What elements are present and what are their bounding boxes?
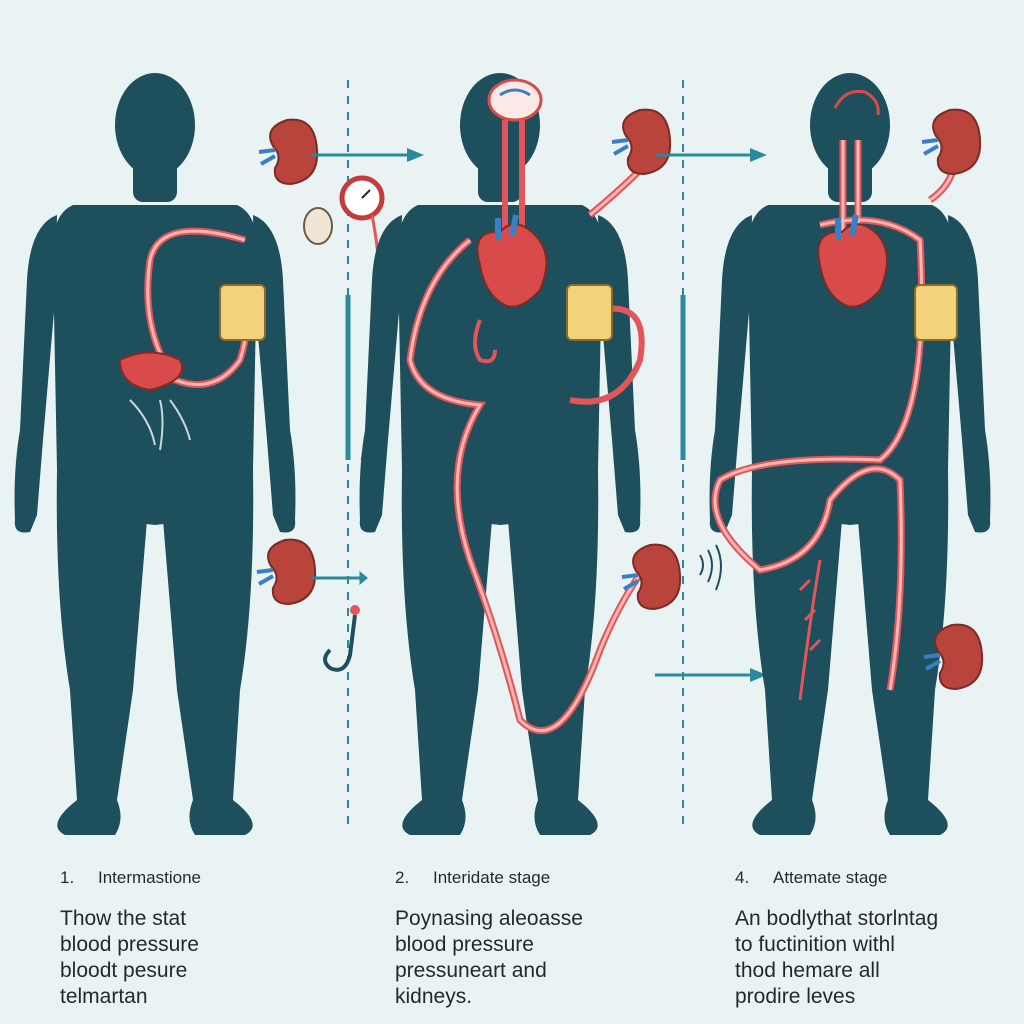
stage-title: Interidate stage [433,868,551,887]
stage-title: Intermastione [98,868,201,887]
kidney-icon [610,107,673,176]
brain-icon [833,89,880,116]
blood-pressure-cuff-icon [914,284,958,341]
stage-number: 1. [60,868,75,887]
kidney-icon [620,542,683,611]
stage-caption-1: 1. Intermastione Thow the stat blood pre… [60,868,360,1010]
arrow-right-icon [310,569,370,587]
stage-title: Attemate stage [773,868,888,887]
arrow-right-icon [653,666,769,684]
stage-caption-3: 4. Attemate stage An bodlythat storlntag… [735,868,1015,1010]
arrow-right-icon [653,146,769,164]
kidney-icon [303,207,333,245]
human-figure-1 [14,73,296,835]
hook-icon [323,605,360,672]
stage-description: Thow the stat blood pressure bloodt pesu… [60,907,199,1008]
stage-description: Poynasing aleoasse blood pressure pressu… [395,907,583,1008]
vessels-1 [118,227,251,451]
stage-description: An bodlythat storlntag to fuctinition wi… [735,907,939,1008]
stage-number: 4. [735,868,750,887]
stage-number: 2. [395,868,410,887]
stage-heading: 1. Intermastione [60,868,360,888]
blood-pressure-cuff-icon [219,284,266,341]
arrow-right-icon [310,146,426,164]
heart-icon [817,214,888,308]
kidney-icon [255,537,318,606]
kidney-icon [920,107,983,176]
brain-icon [487,78,543,122]
heart-icon [476,214,548,308]
sound-waves-icon [699,544,722,591]
stage-caption-2: 2. Interidate stage Poynasing aleoasse b… [395,868,695,1010]
blood-pressure-cuff-icon [566,284,613,341]
human-figure-2 [359,73,641,835]
stage-heading: 4. Attemate stage [735,868,1015,888]
kidney-icon [257,117,320,186]
vessels-3 [711,139,960,701]
blood-pressure-diagram [14,73,991,835]
stage-heading: 2. Interidate stage [395,868,695,888]
